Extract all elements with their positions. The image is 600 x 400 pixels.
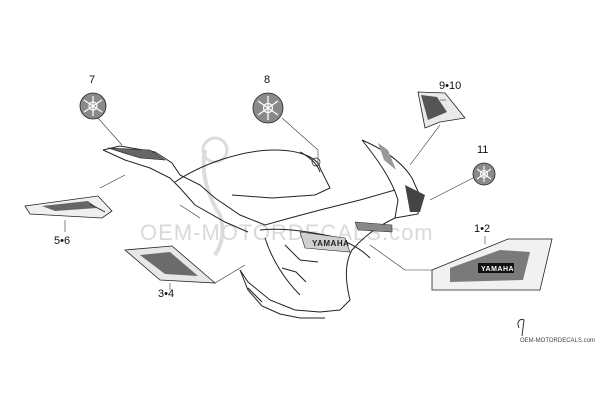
motorcycle-fairing-outline: YAMAHA	[102, 139, 425, 319]
callout-labels: 7 8 9•10 11 1•2 3•4 5•6	[54, 74, 490, 300]
watermark-small-logo: OEM-MOTORDECALS.com	[517, 319, 595, 344]
callout-part-3-4: 3•4	[158, 288, 174, 300]
callout-part-7: 7	[89, 74, 95, 86]
tuning-fork-emblem-icon	[257, 96, 279, 120]
leader-lines	[64, 99, 486, 290]
decal-brand-text: YAMAHA	[481, 266, 514, 273]
watermark-text: OEM-MOTORDECALS.com	[140, 220, 434, 245]
decal-3-4	[124, 245, 217, 284]
decal-5-6	[24, 195, 113, 219]
tuning-fork-emblem-icon	[83, 96, 103, 116]
callout-part-11: 11	[477, 144, 488, 156]
callout-part-8: 8	[264, 74, 270, 86]
decal-9-10	[417, 91, 466, 129]
emblem-decal-11	[472, 162, 496, 186]
emblem-decal-7	[79, 92, 107, 120]
callout-part-1-2: 1•2	[474, 223, 490, 235]
tuning-fork-emblem-icon	[476, 166, 492, 182]
decal-1-2: YAMAHA	[431, 238, 553, 291]
emblem-decal-8	[252, 92, 284, 124]
callout-part-5-6: 5•6	[54, 235, 70, 247]
watermark-small-text: OEM-MOTORDECALS.com	[520, 338, 595, 344]
callout-part-9-10: 9•10	[439, 80, 461, 92]
fairing-brand-text: YAMAHA	[312, 239, 349, 248]
